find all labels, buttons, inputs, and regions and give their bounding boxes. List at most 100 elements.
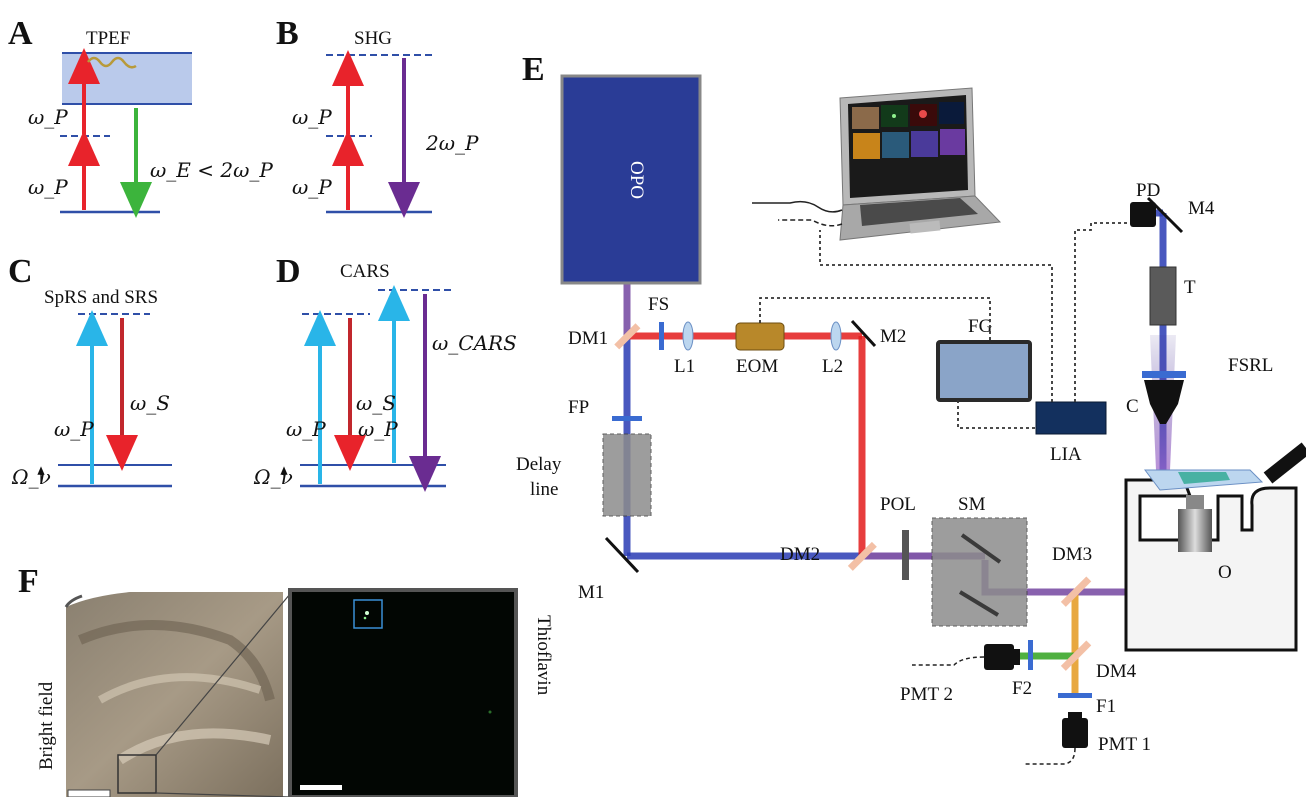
- m1-mirror: [604, 536, 640, 574]
- dm4-label: DM4: [1096, 661, 1137, 682]
- plaque-spot-2: [363, 616, 367, 620]
- f1-label: F1: [1096, 696, 1116, 717]
- pd-label: PD: [1136, 180, 1160, 201]
- pump-label-lower: ω_P: [292, 175, 332, 199]
- scan-mirror-1: [960, 533, 1002, 564]
- m4-label: M4: [1188, 198, 1215, 219]
- pmt1-snout: [1068, 712, 1082, 718]
- pmt2-label: PMT 2: [900, 684, 953, 705]
- pump-label-lower: ω_P: [28, 175, 68, 199]
- panel-a: A TPEF ω_P ω_P ω_E < 2ω_P: [8, 15, 273, 218]
- stokes-label: ω_S: [130, 391, 170, 415]
- dm1-label: DM1: [568, 328, 608, 349]
- panel-e-letter: E: [522, 51, 545, 88]
- thioflavin-image: [288, 588, 518, 797]
- lia-label: LIA: [1050, 444, 1082, 465]
- zoom-box: [117, 754, 157, 794]
- lia-box: [1035, 401, 1107, 435]
- scan-mirror-2: [958, 590, 1000, 617]
- pd-detector: [1130, 202, 1156, 227]
- faint-spot: [488, 710, 492, 714]
- screen-images: [852, 102, 965, 159]
- f2-label: F2: [1012, 678, 1032, 699]
- srs-title: SpRS and SRS: [44, 287, 158, 308]
- shg-title: SHG: [354, 28, 392, 49]
- tissue-band-2: [98, 673, 262, 704]
- o-label: O: [1218, 562, 1232, 583]
- pmt2-snout: [1014, 649, 1020, 665]
- laptop-cable-2: [778, 219, 843, 227]
- cars-label: ω_CARS: [432, 331, 517, 355]
- pump-label-upper: ω_P: [28, 105, 68, 129]
- laptop-cable-1: [752, 200, 843, 213]
- sm-label: SM: [958, 494, 986, 515]
- pump-label-upper: ω_P: [292, 105, 332, 129]
- microscope-body: [1124, 478, 1298, 652]
- excited-band: [62, 53, 192, 104]
- pol-label: POL: [880, 494, 916, 515]
- tissue-edge: [64, 594, 83, 608]
- tissue-band-1: [78, 620, 275, 702]
- f2-filter: [1028, 640, 1033, 670]
- scale-bar-left: [67, 789, 111, 797]
- pmt1-label: PMT 1: [1098, 734, 1151, 755]
- touchpad: [909, 220, 941, 234]
- fg-label: FG: [968, 316, 993, 337]
- tissue-band-3: [117, 728, 272, 765]
- m2-label: M2: [880, 326, 906, 347]
- m4-mirror: [1146, 196, 1184, 234]
- pmt1-detector: [1062, 718, 1088, 748]
- panel-f-letter: F: [18, 563, 39, 600]
- l1-label: L1: [674, 356, 695, 377]
- scale-bar-right: [300, 785, 342, 790]
- plaque-spot: [365, 611, 369, 615]
- dm1-mirror: [614, 323, 641, 350]
- fp-label: FP: [568, 397, 589, 418]
- fs-label: FS: [648, 294, 669, 315]
- emission-label: ω_E < 2ω_P: [150, 158, 273, 182]
- zoom-line-1: [155, 593, 291, 756]
- l2-label: L2: [822, 356, 843, 377]
- stokes-label: ω_S: [356, 391, 396, 415]
- pump-label: ω_P: [54, 417, 94, 441]
- f1-filter: [1058, 693, 1092, 698]
- dm3-label: DM3: [1052, 544, 1092, 565]
- microscope-arm: [1263, 442, 1306, 484]
- sample-tissue: [1178, 472, 1230, 484]
- eom-box: [735, 322, 785, 351]
- roi-box: [353, 599, 383, 629]
- lia-to-pd-cable: [1074, 226, 1092, 402]
- fg-to-lia-cable: [957, 400, 1036, 429]
- delay-label-2: line: [530, 479, 559, 500]
- t-label: T: [1184, 277, 1196, 298]
- pmt2-cable: [912, 656, 985, 666]
- fs-filter: [659, 322, 664, 350]
- beam-paths: [623, 209, 1199, 695]
- condenser: [1144, 380, 1184, 424]
- panel-d-letter: D: [276, 253, 301, 290]
- delay-line-box: [602, 433, 652, 517]
- cars-title: CARS: [340, 261, 390, 282]
- fsrl-filter: [1142, 371, 1186, 378]
- bright-field-label: Bright field: [36, 681, 57, 770]
- dm2-label: DM2: [780, 544, 820, 565]
- laptop: [752, 87, 1002, 241]
- pmt2-detector: [984, 644, 1014, 670]
- scan-mirror-box: [931, 517, 1028, 627]
- delay-label: Delay: [516, 454, 562, 475]
- m2-mirror: [850, 319, 877, 348]
- lens-l2: [830, 321, 842, 351]
- panel-d: D CARS ω_P ω_S ω_P ω_CARS Ω_ν: [253, 253, 517, 492]
- dm4-mirror: [1060, 640, 1092, 671]
- fsrl-label: FSRL: [1228, 355, 1273, 376]
- vib-label: Ω_ν: [253, 465, 293, 489]
- telescope: [1149, 266, 1177, 326]
- objective-top: [1186, 495, 1204, 509]
- vib-label: Ω_ν: [11, 465, 51, 489]
- fg-to-eom-cable: [759, 297, 991, 342]
- panel-b-letter: B: [276, 15, 299, 52]
- panel-f: F Bright field Thioflavin: [18, 563, 554, 797]
- fg-box: [936, 340, 1032, 402]
- zoom-line-2: [155, 792, 291, 797]
